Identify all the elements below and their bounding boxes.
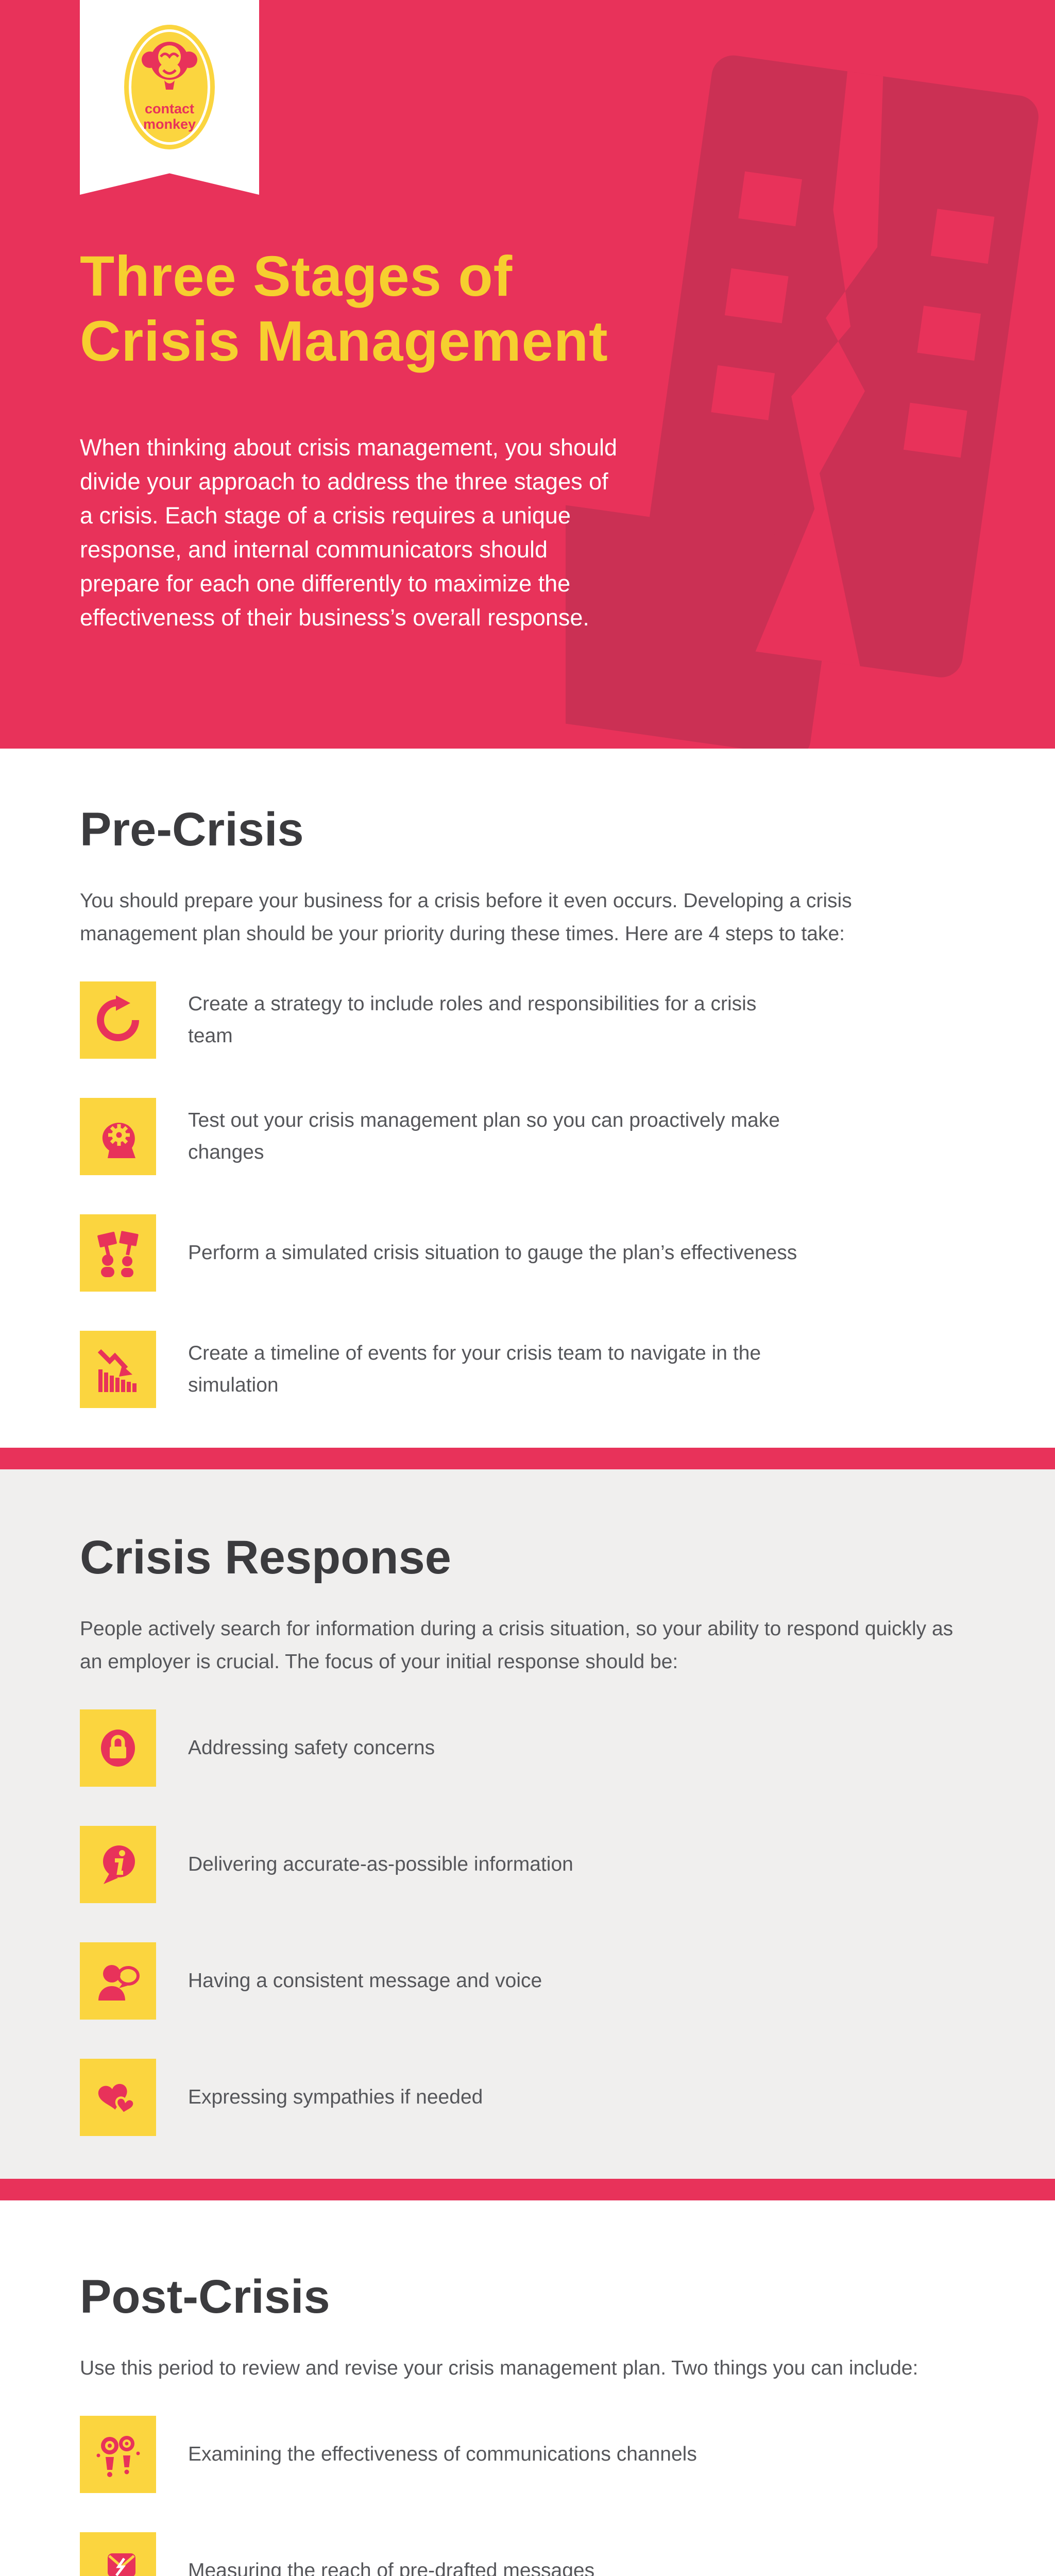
list-item: Having a consistent message and voice [80,1942,1055,2020]
channels-review-icon [96,2436,140,2477]
strategy-cycle-icon [97,995,139,1041]
logo-wordmark: contact monkey [124,101,215,132]
list-item: Test out your crisis management plan so … [80,1098,1055,1175]
lock-icon [101,1730,135,1767]
divider-band [0,1448,1055,1469]
icon-tile [80,1331,156,1408]
icon-tile [80,2416,156,2493]
section-title-pre-crisis: Pre-Crisis [80,803,304,856]
section-intro-crisis-response: People actively search for information d… [80,1618,954,1673]
icon-tile [80,1214,156,1292]
logo-word-monkey: monkey [143,116,196,132]
list-item: Perform a simulated crisis situation to … [80,1214,1055,1292]
logo-ring [129,29,210,145]
section-crisis-response: Crisis Response People actively search f… [0,1469,1055,2179]
icon-tile [80,2059,156,2136]
timeline-chart-icon [97,1349,137,1392]
icon-tile [80,981,156,1059]
message-reach-icon [108,2553,135,2576]
title-line-1: Three Stages of [80,245,513,308]
list-item: Addressing safety concerns [80,1709,1055,1787]
list-item: Delivering accurate-as-possible informat… [80,1826,1055,1903]
list-item-text: Expressing sympathies if needed [188,2086,483,2108]
list-item-text: Test out your crisis management plan so … [188,1109,780,1163]
brand-ribbon: contact monkey [80,0,259,195]
list-item-text: Perform a simulated crisis situation to … [188,1242,797,1264]
logo-word-contact: contact [144,101,195,116]
section-intro-pre-crisis: You should prepare your business for a c… [80,890,852,945]
list-item: Create a timeline of events for your cri… [80,1331,1055,1408]
divider-band [0,2179,1055,2200]
head-gear-icon [102,1123,135,1158]
list-item: Examining the effectiveness of communica… [80,2416,1055,2493]
hearts-icon [98,2083,135,2115]
person-speech-icon [98,1965,140,2001]
icon-tile [80,1942,156,2020]
list-item-text: Delivering accurate-as-possible informat… [188,1853,573,1875]
section-title-post-crisis: Post-Crisis [80,2270,330,2323]
contactmonkey-logo: contact monkey [124,25,215,149]
header-intro-text: When thinking about crisis management, y… [80,434,618,631]
list-item-text: Create a timeline of events for your cri… [188,1342,761,1396]
simulation-protest-icon [97,1231,139,1277]
list-item-text: Create a strategy to include roles and r… [188,993,757,1047]
list-item-text: Measuring the reach of pre-drafted messa… [188,2560,595,2576]
icon-tile [80,1709,156,1787]
list-item-text: Addressing safety concerns [188,1737,435,1759]
icon-tile [80,1098,156,1175]
info-bubble-icon [103,1845,135,1884]
section-pre-crisis: Pre-Crisis You should prepare your busin… [0,749,1055,1448]
icon-tile [80,2532,156,2576]
icon-tile [80,1826,156,1903]
cracked-building-illustration [566,55,1039,749]
section-title-crisis-response: Crisis Response [80,1531,451,1584]
list-item: Measuring the reach of pre-drafted messa… [80,2532,1055,2576]
page-title: Three Stages of Crisis Management [80,244,608,374]
list-item: Create a strategy to include roles and r… [80,981,1055,1059]
list-item-text: Examining the effectiveness of communica… [188,2443,697,2465]
section-intro-post-crisis: Use this period to review and revise you… [80,2357,918,2379]
section-post-crisis: Post-Crisis Use this period to review an… [0,2200,1055,2576]
list-item-text: Having a consistent message and voice [188,1970,542,1992]
title-line-2: Crisis Management [80,310,608,373]
monkey-icon [142,42,197,90]
list-item: Expressing sympathies if needed [80,2059,1055,2136]
header: contact monkey Three Stages of Crisis Ma… [0,0,1055,749]
